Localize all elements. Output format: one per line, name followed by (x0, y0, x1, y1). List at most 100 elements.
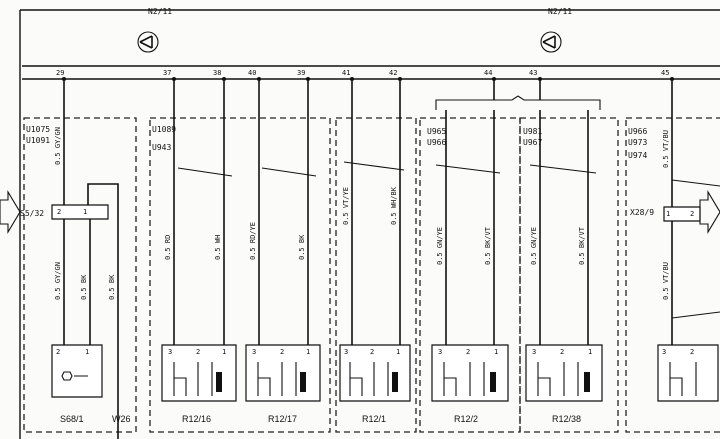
variant-code: U973 (628, 138, 647, 147)
bracket-r12-2-38 (436, 96, 600, 110)
comp-pin: 2 (466, 348, 470, 356)
module-frame-r12-16-17 (150, 118, 330, 432)
wire-label: 0.5 BK (108, 274, 116, 300)
wire-label: 0.5 BK/VT (484, 226, 492, 265)
ground-symbol-icon (138, 32, 158, 52)
component-label: R12/38 (552, 414, 581, 424)
comp-pin: 1 (588, 348, 592, 356)
comp-pin: 2 (370, 348, 374, 356)
comp-pin: 2 (196, 348, 200, 356)
resistor-icon (300, 372, 306, 392)
module-frame-r12-2 (420, 118, 520, 432)
wire-label: 0.5 VT/BU (662, 262, 670, 300)
component-label: R12/17 (268, 414, 297, 424)
shield-line (344, 162, 404, 170)
variant-code: U965 (427, 127, 446, 136)
wire-label: 0.5 GY/GN (54, 127, 62, 165)
component-s68-1 (52, 345, 102, 397)
bus-pin: 45 (661, 69, 669, 77)
resistor-icon (584, 372, 590, 392)
bus-pin: 37 (163, 69, 171, 77)
module-frame-r12-38 (520, 118, 618, 432)
comp-pin: 3 (662, 348, 666, 356)
bus-pin: 44 (484, 69, 492, 77)
connector-left: S5/32 (20, 209, 44, 218)
wire-label: 0.5 BK (80, 274, 88, 300)
resistor-icon (392, 372, 398, 392)
variant-code: U943 (152, 143, 171, 152)
variant-code: U974 (628, 151, 647, 160)
conn-pin: 1 (83, 208, 87, 216)
wire-label: 0.5 WH/BK (390, 186, 398, 225)
shield-line (262, 168, 316, 176)
variant-code: U981 (523, 127, 542, 136)
resistor-icon (216, 372, 222, 392)
connector-box-left (52, 205, 108, 219)
comp-pin: 1 (306, 348, 310, 356)
bus-pin: 38 (213, 69, 221, 77)
bus-pin-labels: 29 37 38 40 39 41 42 44 43 45 (56, 69, 669, 77)
wire-label: 0.5 VT/YE (342, 187, 350, 225)
connector-right: X28/9 (630, 208, 654, 217)
ground-label-1: N2/11 (148, 7, 172, 16)
component-label: R12/1 (362, 414, 386, 424)
wire-label: 0.5 RD/YE (249, 222, 257, 260)
comp-pin: 2 (560, 348, 564, 356)
heater-element-icon (444, 362, 484, 396)
wire-label: 0.5 GY/GN (54, 262, 62, 300)
ground-symbol-icon (541, 32, 561, 52)
shield-line (530, 165, 596, 173)
comp-pin: 2 (690, 348, 694, 356)
component-label: S68/1 (60, 414, 84, 424)
variant-code: U1089 (152, 125, 176, 134)
module-frame-left (24, 118, 136, 432)
bus-pin: 39 (297, 69, 305, 77)
s68-pin: 1 (85, 348, 89, 356)
component-r12-1 (340, 345, 410, 401)
wire-label: 0.5 BK/VT (578, 226, 586, 265)
heater-element-icon (350, 362, 388, 396)
wire-label: 0.5 GN/YE (530, 227, 538, 265)
variant-code: U966 (628, 127, 647, 136)
component-label: R12/2 (454, 414, 478, 424)
shield-line (178, 168, 232, 176)
variant-code: U966 (427, 138, 446, 147)
comp-pin: 3 (252, 348, 256, 356)
shield-line (672, 180, 720, 186)
comp-pin: 1 (396, 348, 400, 356)
component-label: R12/16 (182, 414, 211, 424)
variant-code: U1075 (26, 125, 50, 134)
bus-pin: 43 (529, 69, 537, 77)
heater-element-icon (538, 362, 578, 396)
comp-pin: 3 (344, 348, 348, 356)
component-right-partial (658, 345, 718, 401)
bus-pin: 42 (389, 69, 397, 77)
component-label: W26 (112, 414, 131, 424)
bus-pin: 29 (56, 69, 64, 77)
shield-line (672, 312, 720, 318)
variant-code: U1091 (26, 136, 50, 145)
conn-pin: 2 (690, 210, 694, 218)
left-arrow-icon (0, 192, 20, 232)
comp-pin: 3 (438, 348, 442, 356)
comp-pin: 1 (222, 348, 226, 356)
wire-label: 0.5 GN/YE (436, 227, 444, 265)
wire-label: 0.5 BK (298, 234, 306, 260)
resistor-icon (490, 372, 496, 392)
wire-left-bridge (88, 184, 118, 439)
right-arrow-icon (700, 192, 720, 232)
wire-label: 0.5 WH (214, 235, 222, 260)
heater-element-icon (174, 362, 218, 396)
variant-code: U967 (523, 138, 542, 147)
comp-pin: 3 (168, 348, 172, 356)
module-frame-r12-1 (336, 118, 416, 432)
bus-pin: 41 (342, 69, 350, 77)
s68-pin: 2 (56, 348, 60, 356)
shield-line (436, 165, 500, 173)
conn-pin: 2 (57, 208, 61, 216)
wire-label: 0.5 VT/BU (662, 130, 670, 168)
switch-icon (62, 372, 88, 380)
comp-pin: 3 (532, 348, 536, 356)
comp-pin: 2 (280, 348, 284, 356)
